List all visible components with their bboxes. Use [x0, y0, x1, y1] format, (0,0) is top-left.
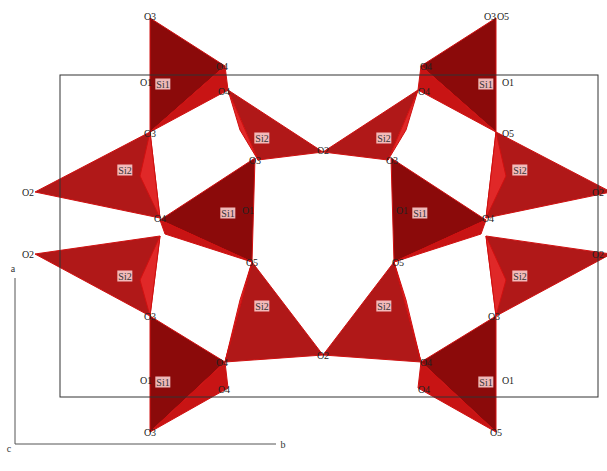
- atom-label: O3: [144, 128, 156, 139]
- atom-label: O2: [317, 350, 329, 361]
- atom-label: O2: [317, 145, 329, 156]
- atom-label: O3: [488, 311, 500, 322]
- atom-label: O3: [144, 311, 156, 322]
- atom-label: O4: [482, 213, 494, 224]
- atom-label: O4: [216, 357, 228, 368]
- silicon-label: Si2: [117, 271, 132, 282]
- atom-label: O3: [386, 155, 398, 166]
- atom-label: O1: [140, 375, 152, 386]
- silicon-label: Si2: [376, 301, 391, 312]
- atom-label: O4: [216, 61, 228, 72]
- silicon-label: Si2: [376, 133, 391, 144]
- atom-label: O4: [154, 213, 166, 224]
- atom-label: O3: [144, 427, 156, 438]
- atom-label: O4: [218, 86, 230, 97]
- atom-label: O4: [418, 86, 430, 97]
- silicon-label: Si1: [478, 79, 493, 90]
- atom-label: O2: [592, 187, 604, 198]
- silicon-label: Si2: [254, 133, 269, 144]
- atom-label: O5: [490, 427, 502, 438]
- atom-label: O1: [140, 77, 152, 88]
- silicon-label: Si1: [220, 208, 235, 219]
- atom-label: O4: [420, 357, 432, 368]
- silicon-label: Si2: [512, 165, 527, 176]
- atom-label: O5: [246, 257, 258, 268]
- atom-label: O5: [392, 257, 404, 268]
- silicon-label: Si2: [512, 271, 527, 282]
- silicon-label: Si2: [117, 165, 132, 176]
- silicon-label: Si1: [478, 377, 493, 388]
- atom-label: O1: [502, 77, 514, 88]
- silicon-label: Si1: [412, 208, 427, 219]
- atom-label: O5: [502, 128, 514, 139]
- atom-label: O2: [22, 249, 34, 260]
- silicon-label: Si2: [254, 301, 269, 312]
- atom-label: O4: [418, 384, 430, 395]
- atom-label: O2: [22, 187, 34, 198]
- silicon-label: Si1: [155, 79, 170, 90]
- atom-label: O3: [144, 11, 156, 22]
- atom-label: O3: [484, 11, 496, 22]
- atom-label: O4: [420, 61, 432, 72]
- axis-label: c: [7, 443, 11, 454]
- atom-label: O4: [218, 384, 230, 395]
- atom-label: O3: [249, 155, 261, 166]
- atom-label: O1: [396, 205, 408, 216]
- atom-label: O5: [497, 11, 509, 22]
- atom-label: O1: [242, 205, 254, 216]
- axis-label: a: [11, 263, 15, 274]
- atom-label: O1: [502, 375, 514, 386]
- atom-label: O2: [592, 249, 604, 260]
- silicon-label: Si1: [155, 377, 170, 388]
- axis-label: b: [281, 439, 286, 450]
